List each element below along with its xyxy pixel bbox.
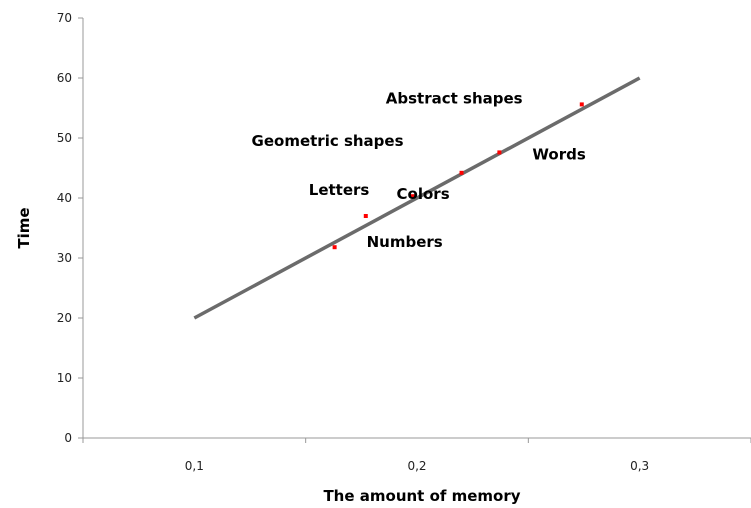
ticks: 0 10 20 30 40 50 60 70 0,1 0,2 0,3 xyxy=(57,11,751,473)
point-label: Geometric shapes xyxy=(252,132,404,150)
point-label: Colors xyxy=(397,185,450,203)
y-tick-label: 70 xyxy=(57,11,72,25)
data-points xyxy=(332,102,584,250)
data-point xyxy=(363,214,368,218)
data-point xyxy=(497,150,502,155)
trendline xyxy=(193,76,641,320)
data-point xyxy=(332,245,337,250)
axes xyxy=(82,18,751,439)
x-axis-title: The amount of memory xyxy=(323,487,520,505)
y-tick-label: 30 xyxy=(57,251,72,265)
data-point xyxy=(410,194,415,199)
y-tick-label: 10 xyxy=(57,371,72,385)
trendline-group xyxy=(193,76,641,320)
y-tick-label: 0 xyxy=(64,431,72,445)
y-axis-title: Time xyxy=(15,207,33,248)
y-tick-label: 20 xyxy=(57,311,72,325)
x-tick-label: 0,1 xyxy=(185,459,204,473)
y-tick-label: 40 xyxy=(57,191,72,205)
y-tick-label: 60 xyxy=(57,71,72,85)
point-label: Numbers xyxy=(367,233,443,251)
data-point xyxy=(579,102,584,107)
y-tick-label: 50 xyxy=(57,131,72,145)
x-tick-label: 0,3 xyxy=(630,459,649,473)
data-point xyxy=(459,170,464,175)
point-label: Words xyxy=(532,145,585,163)
point-label: Abstract shapes xyxy=(386,89,523,107)
x-tick-label: 0,2 xyxy=(407,459,426,473)
point-label: Letters xyxy=(309,181,370,199)
point-labels: Numbers Letters Colors Geometric shapesWord… xyxy=(252,89,586,251)
